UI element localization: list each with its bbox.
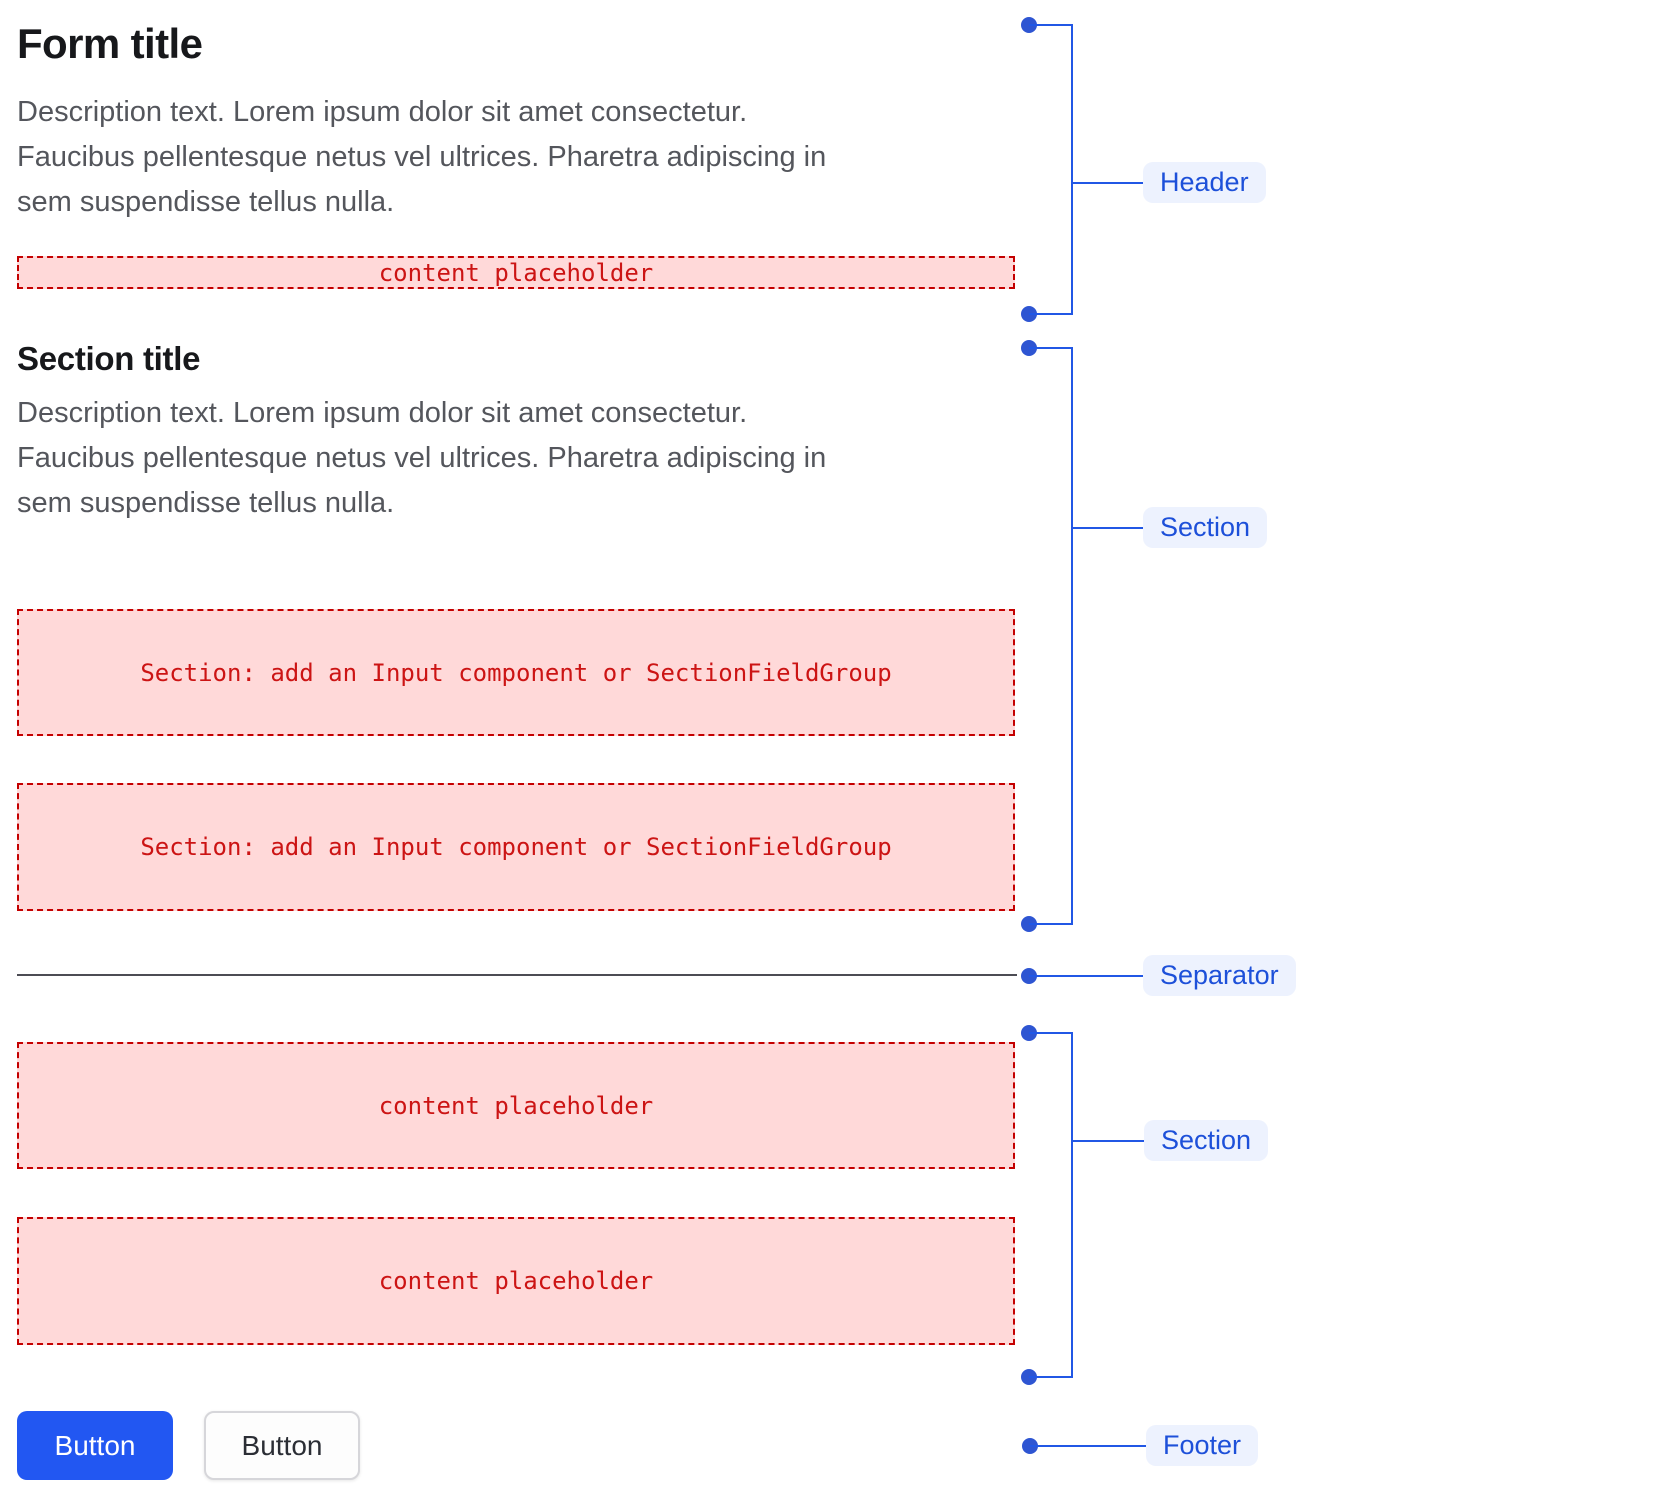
section-input-placeholder: Section: add an Input component or Secti… xyxy=(17,609,1015,736)
section-description-line: Faucibus pellentesque netus vel ultrices… xyxy=(17,442,827,474)
section-description: Description text. Lorem ipsum dolor sit … xyxy=(17,391,826,526)
section2-label: Section xyxy=(1144,1120,1269,1161)
section2-bracket-vertical-line xyxy=(1071,1032,1073,1378)
section-input-placeholder: Section: add an Input component or Secti… xyxy=(17,783,1015,911)
form-description: Description text. Lorem ipsum dolor sit … xyxy=(17,90,826,225)
footer-label-connector xyxy=(1030,1445,1146,1447)
header-bracket-top-segment xyxy=(1029,24,1073,26)
section-title: Section title xyxy=(17,340,201,377)
section-content-placeholder: content placeholder xyxy=(17,1217,1015,1345)
footer-label: Footer xyxy=(1146,1425,1259,1466)
section1-bracket-vertical-line xyxy=(1071,347,1073,925)
section1-label: Section xyxy=(1143,507,1268,548)
header-label-connector xyxy=(1073,182,1143,184)
header-bracket-vertical-line xyxy=(1071,24,1073,315)
section1-label-connector xyxy=(1073,527,1143,529)
section2-bracket-top-segment xyxy=(1029,1032,1073,1034)
primary-button[interactable]: Button xyxy=(17,1411,173,1480)
section-content-placeholder: content placeholder xyxy=(17,1042,1015,1169)
separator-line xyxy=(17,974,1017,976)
header-label: Header xyxy=(1143,162,1266,203)
form-description-line: Faucibus pellentesque netus vel ultrices… xyxy=(17,141,827,173)
section1-bracket-bottom-segment xyxy=(1029,923,1073,925)
form-title: Form title xyxy=(17,20,203,67)
form-description-line: Description text. Lorem ipsum dolor sit … xyxy=(17,96,748,128)
separator-label: Separator xyxy=(1143,955,1296,996)
form-description-line: sem suspendisse tellus nulla. xyxy=(17,186,395,218)
header-bracket-bottom-segment xyxy=(1029,313,1073,315)
secondary-button[interactable]: Button xyxy=(204,1411,360,1480)
section2-bracket-bottom-segment xyxy=(1029,1376,1073,1378)
section2-label-connector xyxy=(1073,1140,1144,1142)
section-description-line: sem suspendisse tellus nulla. xyxy=(17,487,395,519)
separator-label-connector xyxy=(1029,975,1143,977)
section-description-line: Description text. Lorem ipsum dolor sit … xyxy=(17,397,748,429)
header-content-placeholder: content placeholder xyxy=(17,256,1015,289)
section1-bracket-top-segment xyxy=(1029,347,1073,349)
